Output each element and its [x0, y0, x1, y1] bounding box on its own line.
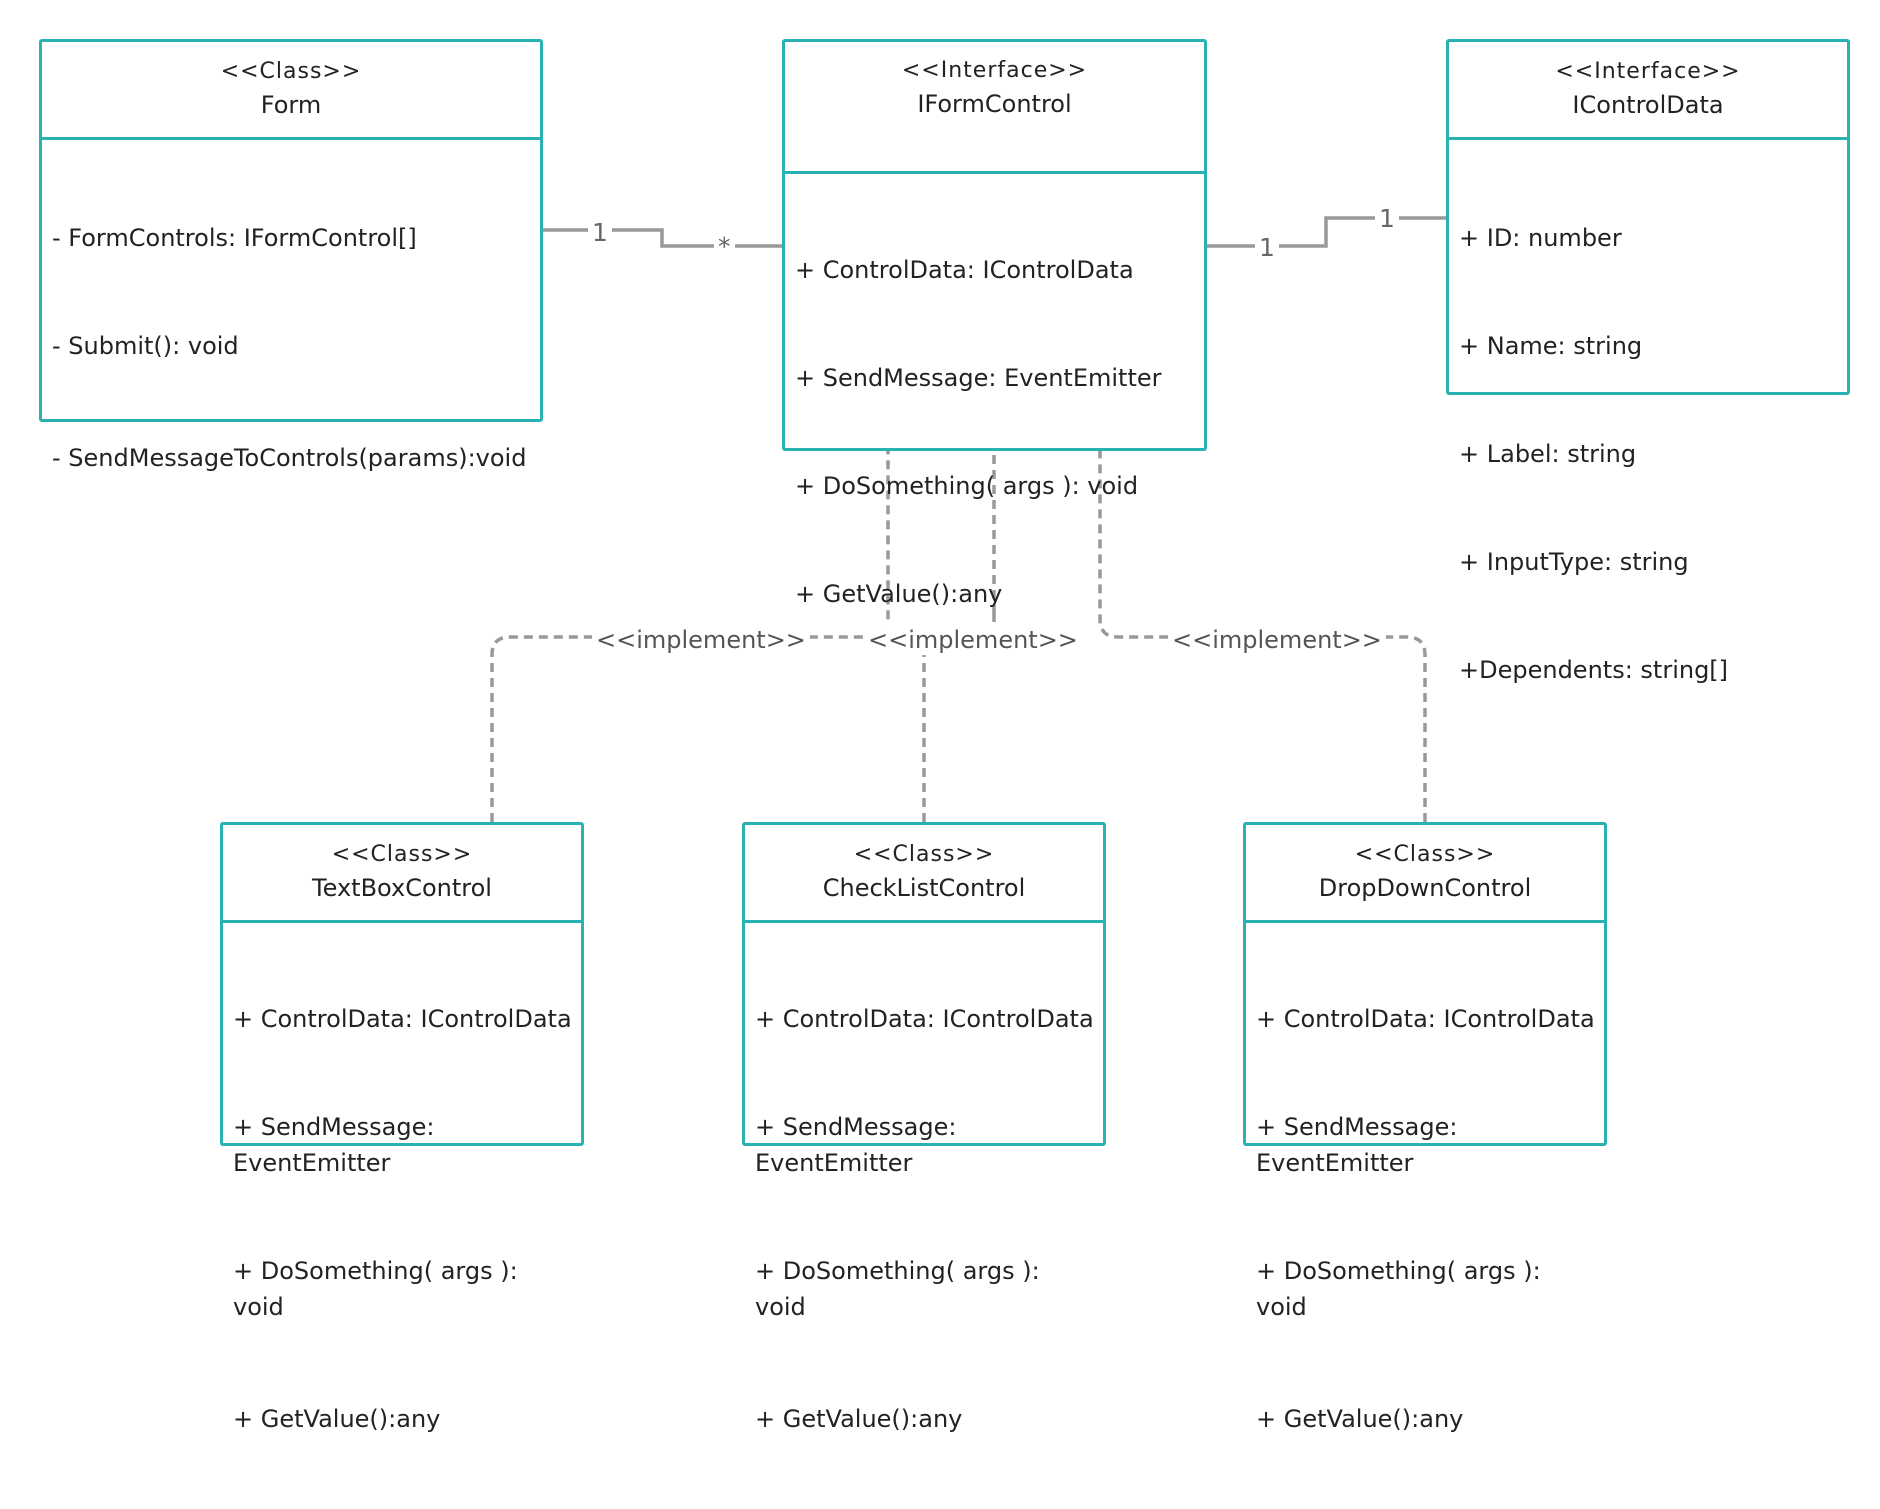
member: + GetValue():any: [755, 1405, 963, 1433]
member-list: + ControlData: IControlData + SendMessag…: [795, 180, 1196, 684]
multiplicity-icontroldata-target: 1: [1375, 204, 1399, 234]
multiplicity-form-source: 1: [588, 218, 612, 248]
stereotype: <<Class>>: [1354, 841, 1496, 867]
class-name: TextBoxControl: [312, 873, 492, 902]
member: + GetValue():any: [1256, 1405, 1464, 1433]
implement-label-textbox: <<implement>>: [592, 625, 810, 655]
member: - FormControls: IFormControl[]: [52, 224, 417, 252]
stereotype: <<Class>>: [331, 841, 473, 867]
interface-name: IFormControl: [917, 90, 1072, 118]
member: + DoSomething( args ): void: [795, 472, 1139, 500]
member-list: + ControlData: IControlData + SendMessag…: [755, 929, 1095, 1509]
implement-label-checklist: <<implement>>: [864, 625, 1082, 655]
member: + SendMessage: EventEmitter: [233, 1113, 443, 1177]
class-box-dropdowncontrol[interactable]: <<Class>> DropDownControl + ControlData:…: [1243, 822, 1607, 1433]
member: + ControlData: IControlData: [233, 1005, 572, 1033]
interface-header: <<Interface>> IControlData: [1449, 42, 1847, 140]
member: + InputType: string: [1459, 548, 1689, 576]
member: + ControlData: IControlData: [755, 1005, 1094, 1033]
class-header: <<Class>> TextBoxControl: [223, 825, 581, 923]
interface-box-icontroldata[interactable]: <<Interface>> IControlData + ID: number …: [1446, 39, 1850, 684]
uml-class-diagram: 1 * 1 1 <<implement>> <<implement>> <<im…: [39, 39, 1850, 1433]
stereotype: <<Class>>: [853, 841, 995, 867]
class-header: <<Class>> DropDownControl: [1246, 825, 1604, 923]
member: + Label: string: [1459, 440, 1637, 468]
member: + SendMessage: EventEmitter: [755, 1113, 965, 1177]
class-name: Form: [260, 90, 322, 119]
association-iformcontrol-icontroldata: [1207, 216, 1446, 248]
interface-header: <<Interface>> IFormControl: [785, 42, 1204, 174]
member: - Submit(): void: [52, 332, 239, 360]
member: - SendMessageToControls(params):void: [52, 444, 527, 472]
member: + Name: string: [1459, 332, 1643, 360]
interface-name: IControlData: [1572, 90, 1724, 119]
member: + SendMessage: EventEmitter: [1256, 1113, 1466, 1177]
class-box-textboxcontrol[interactable]: <<Class>> TextBoxControl + ControlData: …: [220, 822, 584, 1433]
member: + GetValue():any: [233, 1405, 441, 1433]
class-header: <<Class>> CheckListControl: [745, 825, 1103, 923]
stereotype: <<Class>>: [220, 58, 362, 84]
implement-label-dropdown: <<implement>>: [1168, 625, 1386, 655]
member: + GetValue():any: [795, 580, 1003, 608]
class-header: <<Class>> Form: [42, 42, 540, 140]
class-name: CheckListControl: [822, 873, 1026, 902]
member: +Dependents: string[]: [1459, 656, 1729, 684]
multiplicity-icontroldata-source: 1: [1255, 233, 1279, 263]
multiplicity-form-target: *: [714, 232, 735, 262]
member-list: + ControlData: IControlData + SendMessag…: [233, 929, 573, 1509]
member: + ID: number: [1459, 224, 1622, 252]
stereotype: <<Interface>>: [1555, 58, 1741, 84]
interface-box-iformcontrol[interactable]: <<Interface>> IFormControl + ControlData…: [782, 39, 1207, 608]
member-list: + ID: number + Name: string + Label: str…: [1459, 148, 1839, 760]
member: + ControlData: IControlData: [795, 256, 1134, 284]
realization-checklist: [922, 448, 994, 822]
member-list: - FormControls: IFormControl[] - Submit(…: [52, 148, 532, 548]
member: + DoSomething( args ): void: [233, 1257, 526, 1321]
stereotype: <<Interface>>: [901, 58, 1088, 83]
member: + DoSomething( args ): void: [755, 1257, 1048, 1321]
member: + SendMessage: EventEmitter: [795, 364, 1162, 392]
member: + ControlData: IControlData: [1256, 1005, 1595, 1033]
class-box-form[interactable]: <<Class>> Form - FormControls: IFormCont…: [39, 39, 543, 472]
association-form-iformcontrol: [543, 228, 782, 248]
class-name: DropDownControl: [1318, 873, 1532, 902]
member-list: + ControlData: IControlData + SendMessag…: [1256, 929, 1596, 1509]
member: + DoSomething( args ): void: [1256, 1257, 1549, 1321]
class-box-checklistcontrol[interactable]: <<Class>> CheckListControl + ControlData…: [742, 822, 1106, 1433]
